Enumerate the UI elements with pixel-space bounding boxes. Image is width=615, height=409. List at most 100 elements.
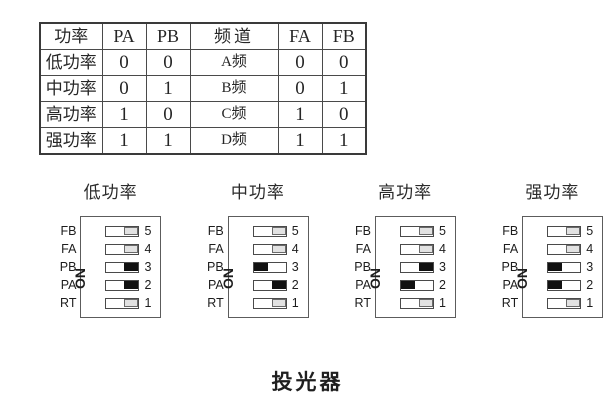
dip-switch-row[interactable]: ON 2 bbox=[220, 268, 301, 294]
dip-switch-row[interactable]: ON 2 bbox=[72, 268, 153, 294]
signal-label-fb: FB bbox=[354, 224, 371, 238]
dip-switch-slider[interactable] bbox=[253, 262, 268, 271]
dip-switch-number: 5 bbox=[438, 224, 446, 238]
cell-power: 强功率 bbox=[39, 127, 103, 155]
cell-pb: 1 bbox=[145, 127, 191, 155]
cell-pa: 0 bbox=[101, 75, 147, 102]
cell-pb: 0 bbox=[145, 101, 191, 128]
dip-switch-row[interactable]: 3 bbox=[236, 258, 301, 276]
dip-switch-row[interactable]: 4 bbox=[383, 240, 448, 258]
dip-switch-diagram-row: 低功率 FB FA PB PA RT 5 bbox=[0, 178, 615, 318]
dip-switch-number: 5 bbox=[291, 224, 299, 238]
header-fb: FB bbox=[321, 22, 367, 50]
dip-switch-slider[interactable] bbox=[124, 244, 139, 253]
signal-label-fa: FA bbox=[502, 242, 519, 256]
dip-switch-slider[interactable] bbox=[400, 280, 415, 289]
dip-switch-slider[interactable] bbox=[124, 298, 139, 307]
dip-switch-track[interactable] bbox=[399, 279, 434, 291]
dip-switch-slider[interactable] bbox=[271, 244, 286, 253]
table-row: 中功率 0 1 B频 0 1 bbox=[39, 75, 367, 102]
signal-label-pb: PB bbox=[207, 260, 224, 274]
signal-label-rt: RT bbox=[354, 296, 371, 310]
dip-switch-slider[interactable] bbox=[418, 226, 433, 235]
dip-switch-number: 4 bbox=[144, 242, 152, 256]
dip-switch-number: 2 bbox=[586, 278, 594, 292]
dip-switch-row[interactable]: 1 bbox=[88, 294, 153, 312]
dip-switch-track[interactable] bbox=[399, 297, 434, 309]
dip-switch-track[interactable] bbox=[399, 261, 434, 273]
dip-switch-row[interactable]: 3 bbox=[88, 258, 153, 276]
dip-switch-slider[interactable] bbox=[124, 280, 139, 289]
dip-switch-slider[interactable] bbox=[548, 280, 563, 289]
dip-block-title: 低功率 bbox=[83, 183, 138, 202]
on-label: ON bbox=[219, 268, 236, 289]
dip-switch-row[interactable]: 3 bbox=[530, 258, 595, 276]
dip-switch-row[interactable]: 4 bbox=[88, 240, 153, 258]
dip-package: 5 4 3 ON bbox=[367, 216, 456, 318]
dip-switch-slider[interactable] bbox=[548, 262, 563, 271]
dip-switch-track[interactable] bbox=[252, 243, 287, 255]
on-label: ON bbox=[72, 268, 89, 289]
dip-switch-track[interactable] bbox=[547, 225, 582, 237]
dip-switch-row[interactable]: 1 bbox=[530, 294, 595, 312]
dip-switch-track[interactable] bbox=[399, 243, 434, 255]
cell-channel: C频 bbox=[189, 101, 279, 128]
dip-package: 5 4 3 ON bbox=[220, 216, 309, 318]
dip-switch-track[interactable] bbox=[105, 225, 140, 237]
dip-switch-slider[interactable] bbox=[271, 280, 286, 289]
dip-switch-row[interactable]: 1 bbox=[236, 294, 301, 312]
signal-label-fb: FB bbox=[207, 224, 224, 238]
dip-switch-slider[interactable] bbox=[566, 226, 581, 235]
dip-switch-row[interactable]: 1 bbox=[383, 294, 448, 312]
dip-switch-track[interactable] bbox=[399, 225, 434, 237]
dip-switch-slider[interactable] bbox=[418, 244, 433, 253]
dip-switch-row[interactable]: 5 bbox=[383, 222, 448, 240]
dip-switch-track[interactable] bbox=[105, 243, 140, 255]
dip-switch-track[interactable] bbox=[105, 297, 140, 309]
dip-body: FB FA PB PA RT 5 4 bbox=[207, 216, 309, 318]
dip-switch-track[interactable] bbox=[547, 243, 582, 255]
signal-label-rt: RT bbox=[60, 296, 77, 310]
on-label: ON bbox=[514, 268, 531, 289]
dip-switch-slider[interactable] bbox=[271, 298, 286, 307]
dip-switch-slider[interactable] bbox=[566, 298, 581, 307]
dip-switch-track[interactable] bbox=[252, 225, 287, 237]
signal-label-pb: PB bbox=[354, 260, 371, 274]
dip-switch-row[interactable]: 5 bbox=[530, 222, 595, 240]
dip-switch-row[interactable]: 3 bbox=[383, 258, 448, 276]
cell-channel: D频 bbox=[189, 127, 279, 155]
dip-switch-row[interactable]: 5 bbox=[236, 222, 301, 240]
dip-switch-row[interactable]: ON 2 bbox=[367, 268, 448, 294]
dip-switch-track[interactable] bbox=[547, 279, 582, 291]
dip-switch-track[interactable] bbox=[105, 279, 140, 291]
signal-label-column: FB FA PB PA RT bbox=[207, 216, 228, 318]
header-power: 功率 bbox=[39, 22, 103, 50]
header-pa: PA bbox=[101, 22, 147, 50]
truth-table-header: 功率 PA PB 频道 FA FB bbox=[39, 22, 367, 50]
dip-switch-slider[interactable] bbox=[124, 262, 139, 271]
dip-switch-track[interactable] bbox=[547, 261, 582, 273]
dip-switch-slider[interactable] bbox=[418, 298, 433, 307]
dip-switch-track[interactable] bbox=[252, 297, 287, 309]
dip-switch-number: 3 bbox=[586, 260, 594, 274]
dip-switch-number: 4 bbox=[291, 242, 299, 256]
dip-switch-slider[interactable] bbox=[271, 226, 286, 235]
dip-switch-row[interactable]: 5 bbox=[88, 222, 153, 240]
dip-switch-number: 2 bbox=[144, 278, 152, 292]
dip-block-strong-power: 强功率 FB FA PB PA RT 5 bbox=[490, 178, 615, 318]
dip-switch-track[interactable] bbox=[105, 261, 140, 273]
dip-switch-track[interactable] bbox=[252, 279, 287, 291]
dip-switch-number: 3 bbox=[291, 260, 299, 274]
table-header-row: 功率 PA PB 频道 FA FB bbox=[39, 22, 367, 50]
dip-switch-row[interactable]: 4 bbox=[530, 240, 595, 258]
dip-switch-slider[interactable] bbox=[124, 226, 139, 235]
dip-switch-track[interactable] bbox=[252, 261, 287, 273]
dip-switch-number: 3 bbox=[144, 260, 152, 274]
dip-switch-row[interactable]: ON 2 bbox=[514, 268, 595, 294]
dip-switch-track[interactable] bbox=[547, 297, 582, 309]
signal-label-pa: PA bbox=[207, 278, 224, 292]
dip-switch-slider[interactable] bbox=[418, 262, 433, 271]
dip-switch-slider[interactable] bbox=[566, 244, 581, 253]
dip-switch-row[interactable]: 4 bbox=[236, 240, 301, 258]
